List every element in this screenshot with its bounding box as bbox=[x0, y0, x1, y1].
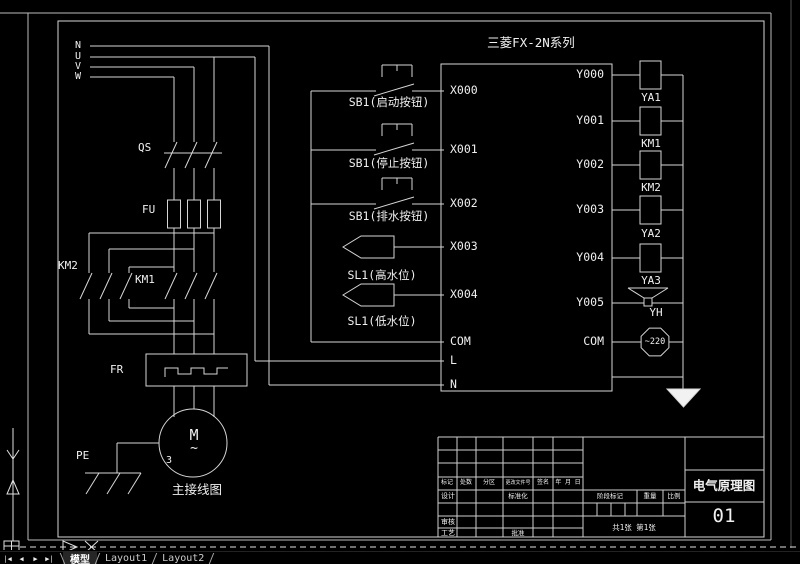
tab-nav-first[interactable]: |◀ bbox=[1, 553, 14, 564]
motor-letter: M bbox=[189, 426, 199, 444]
coil-label-ya1: YA1 bbox=[641, 91, 661, 104]
plc-output-y000: Y000 bbox=[576, 67, 604, 81]
layout-tab-bar: |◀ ◀ ▶ ▶| 模型 Layout1 Layout2 bbox=[0, 551, 800, 564]
plc-input-com: COM bbox=[450, 334, 471, 348]
plc-input-l: L bbox=[450, 353, 457, 367]
tab-nav-previous[interactable]: ◀ bbox=[15, 553, 28, 564]
tab-model[interactable]: 模型 bbox=[63, 551, 97, 564]
tb-standard: 标准化 bbox=[508, 492, 528, 500]
tab-nav-last[interactable]: ▶| bbox=[43, 553, 56, 564]
tb-header-change: 更改文件号 bbox=[505, 480, 531, 486]
plc-output-y002: Y002 bbox=[576, 157, 604, 171]
plc-output-y004: Y004 bbox=[576, 250, 604, 264]
km2-label: KM2 bbox=[58, 259, 78, 272]
ac-source-symbol bbox=[640, 327, 670, 357]
triangle-mark bbox=[6, 478, 20, 495]
axis-mark bbox=[6, 428, 20, 541]
tb-header-mark: 标记 bbox=[440, 479, 454, 486]
phase-label-n: N bbox=[75, 40, 82, 51]
tab-nav-next[interactable]: ▶ bbox=[29, 553, 42, 564]
plc-output-y001: Y001 bbox=[576, 113, 604, 127]
high-level-label: SL1(高水位) bbox=[347, 268, 417, 282]
margin-symbols bbox=[3, 428, 800, 550]
tb-drawing-number: 01 bbox=[712, 505, 736, 527]
fr-label: FR bbox=[110, 363, 124, 376]
phase-label-w: W bbox=[75, 71, 82, 82]
float-switch-high-symbol bbox=[342, 235, 395, 259]
coil-label-km2: KM2 bbox=[641, 181, 661, 194]
input-circuit bbox=[310, 64, 444, 343]
point-blip bbox=[3, 540, 20, 550]
pe-ground-symbol bbox=[85, 442, 159, 495]
km1-label: KM1 bbox=[135, 273, 155, 286]
plc-output-com: COM bbox=[583, 334, 604, 348]
fu-label: FU bbox=[142, 203, 156, 216]
schematic-drawing bbox=[0, 0, 800, 550]
tb-drawing-title: 电气原理图 bbox=[692, 478, 756, 493]
main-diagram-caption: 主接线图 bbox=[171, 482, 223, 497]
start-button-label: SB1(启动按钮) bbox=[348, 95, 430, 109]
drawing-border bbox=[0, 12, 772, 541]
float-switch-low-symbol bbox=[342, 283, 395, 307]
input-common-bus bbox=[310, 91, 444, 343]
motor-wave: ~ bbox=[190, 441, 198, 456]
qs-switch-symbol bbox=[164, 141, 222, 200]
tb-scale: 比例 bbox=[667, 492, 681, 500]
tb-sheet-info: 共1张 第1张 bbox=[612, 523, 656, 532]
plc-input-x004: X004 bbox=[450, 287, 478, 301]
low-level-label: SL1(低水位) bbox=[347, 314, 417, 328]
arrow-mark bbox=[62, 540, 79, 550]
tb-design: 设计 bbox=[441, 492, 455, 500]
plc-output-y003: Y003 bbox=[576, 202, 604, 216]
coil-label-ya3: YA3 bbox=[641, 274, 661, 287]
tb-process: 工艺 bbox=[441, 528, 455, 537]
km2-contacts bbox=[79, 232, 214, 335]
coil-symbols bbox=[639, 60, 662, 273]
plc-input-n: N bbox=[450, 377, 457, 391]
tb-header-date: 年 月 日 bbox=[555, 479, 581, 486]
stop-button-symbol bbox=[311, 123, 444, 156]
horn-label-yh: YH bbox=[649, 306, 663, 319]
tb-stage-mark: 阶段标记 bbox=[597, 492, 623, 500]
tb-header-count: 处数 bbox=[459, 479, 473, 486]
tb-review: 审核 bbox=[441, 518, 455, 526]
ground-arrow bbox=[665, 388, 702, 408]
plc-title: 三菱FX-2N系列 bbox=[487, 35, 575, 50]
title-block-grid bbox=[437, 436, 764, 537]
tab-layout1[interactable]: Layout1 bbox=[105, 553, 148, 564]
layout-tabs: 模型 Layout1 Layout2 bbox=[59, 551, 215, 564]
horn-symbol bbox=[627, 287, 669, 307]
tab-layout2[interactable]: Layout2 bbox=[162, 553, 205, 564]
start-button-symbol bbox=[311, 64, 444, 97]
fu-fuse-symbols bbox=[167, 199, 221, 229]
phase-label-v: V bbox=[75, 61, 82, 72]
qs-label: QS bbox=[138, 141, 152, 154]
motor-phases: 3 bbox=[166, 455, 173, 466]
plc-output-y005: Y005 bbox=[576, 295, 604, 309]
plc-input-x001: X001 bbox=[450, 142, 478, 156]
tb-weight: 重量 bbox=[643, 492, 657, 500]
coil-label-ya2: YA2 bbox=[641, 227, 661, 240]
plc-input-x002: X002 bbox=[450, 196, 478, 210]
ac-source-label: ~220 bbox=[644, 337, 666, 347]
plc-input-x003: X003 bbox=[450, 239, 478, 253]
plc-box bbox=[440, 63, 613, 392]
power-circuit bbox=[79, 45, 444, 495]
phase-wires bbox=[90, 45, 444, 386]
coil-label-km1: KM1 bbox=[641, 137, 661, 150]
pe-label: PE bbox=[76, 449, 90, 462]
fr-overload-symbol bbox=[145, 353, 248, 387]
plc-input-x000: X000 bbox=[450, 83, 478, 97]
tb-approve: 批准 bbox=[511, 528, 525, 537]
drain-button-symbol bbox=[311, 177, 444, 210]
drain-button-label: SB1(排水按钮) bbox=[348, 209, 430, 223]
break-mark bbox=[84, 540, 99, 550]
km1-contacts bbox=[164, 272, 218, 354]
tb-header-zone: 分区 bbox=[482, 479, 496, 486]
stop-button-label: SB1(停止按钮) bbox=[348, 156, 430, 170]
phase-label-u: U bbox=[75, 51, 82, 62]
output-circuit bbox=[612, 60, 702, 408]
tb-header-sign: 签名 bbox=[536, 479, 550, 486]
